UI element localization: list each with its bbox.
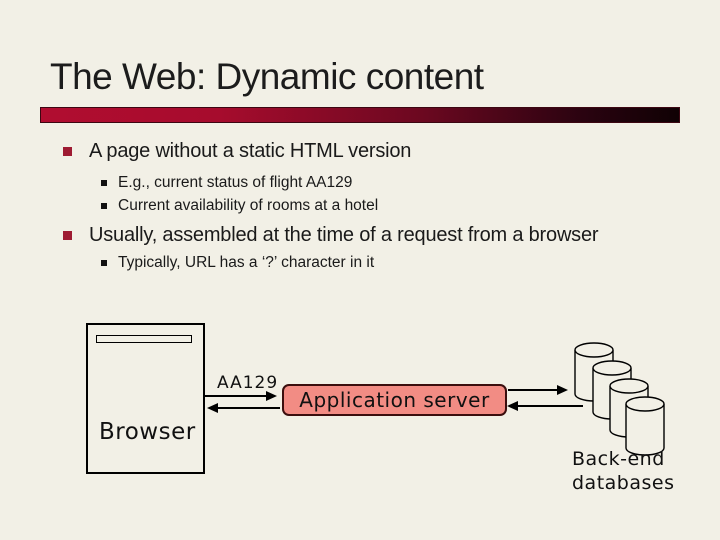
bullet-item: E.g., current status of flight AA129 [101, 174, 352, 192]
bullet-text: Current availability of rooms at a hotel [118, 197, 379, 214]
databases-label: Back-end databases [572, 447, 675, 495]
bullet-item: Typically, URL has a ‘?’ character in it [101, 254, 374, 272]
bullet-text: A page without a static HTML version [89, 140, 412, 162]
slide-title: The Web: Dynamic content [50, 56, 484, 97]
bullet-square-icon [63, 231, 72, 240]
database-cylinder-icon [574, 342, 665, 456]
app-server-label: Application server [299, 388, 490, 412]
bullet-square-icon [63, 147, 72, 156]
browser-label: Browser [99, 419, 196, 445]
browser-url-bar [96, 335, 192, 343]
databases-label-line2: databases [572, 472, 675, 494]
bullet-item: A page without a static HTML version [63, 140, 411, 163]
bullet-text: Usually, assembled at the time of a requ… [89, 224, 599, 246]
bullet-text: Typically, URL has a ‘?’ character in it [118, 254, 375, 271]
bullet-square-icon [101, 260, 107, 266]
arrow-left-icon [507, 401, 583, 411]
title-accent-bar [40, 107, 680, 123]
bullet-square-icon [101, 180, 107, 186]
app-server-box: Application server [282, 384, 507, 416]
arrow-right-icon [508, 385, 568, 395]
bullet-item: Current availability of rooms at a hotel [101, 197, 378, 215]
bullet-item: Usually, assembled at the time of a requ… [63, 224, 599, 247]
bullet-square-icon [101, 203, 107, 209]
arrow-left-icon [207, 403, 280, 413]
bullet-text: E.g., current status of flight AA129 [118, 174, 353, 191]
request-label: AA129 [217, 373, 279, 393]
databases-label-line1: Back-end [572, 448, 665, 470]
browser-window: Browser [86, 323, 205, 474]
